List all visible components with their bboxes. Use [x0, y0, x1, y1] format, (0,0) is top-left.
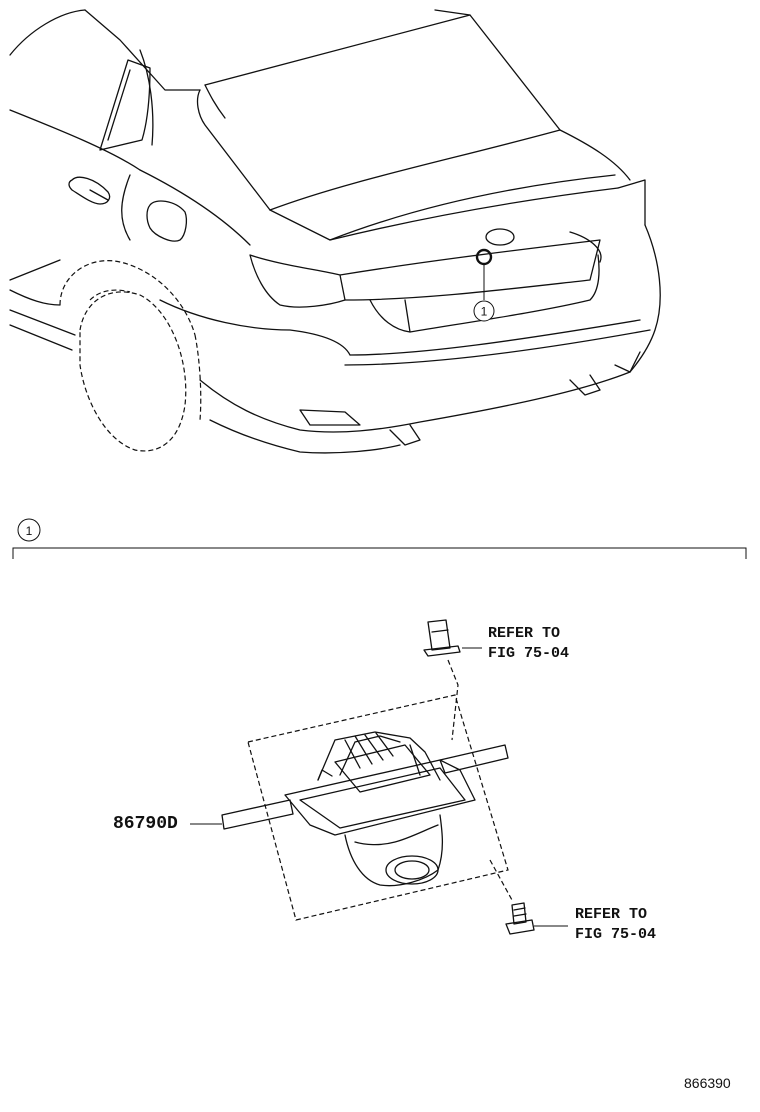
callout-number: 1 — [481, 305, 488, 319]
refer-bottom-line2: FIG 75-04 — [575, 926, 657, 943]
refer-top-line2: FIG 75-04 — [488, 645, 570, 662]
refer-bottom-line1: REFER TO — [575, 906, 648, 923]
callout-bubble — [473, 300, 495, 322]
clip-part — [423, 619, 482, 657]
section-bracket — [12, 547, 747, 559]
car-rear-illustration — [9, 9, 661, 454]
camera-location-marker — [475, 248, 493, 266]
refer-label-bottom: REFER TO FIG 75-04 — [575, 905, 656, 945]
screw-part — [505, 902, 568, 935]
refer-top-line1: REFER TO — [488, 625, 561, 642]
illustration-id: 866390 — [684, 1075, 731, 1091]
back-camera-assembly — [221, 731, 509, 887]
refer-label-top: REFER TO FIG 75-04 — [488, 624, 569, 664]
part-number-label: 86790D — [113, 814, 178, 834]
section-bubble — [17, 518, 41, 542]
section-number: 1 — [26, 524, 33, 538]
assembly-outline — [247, 694, 509, 921]
